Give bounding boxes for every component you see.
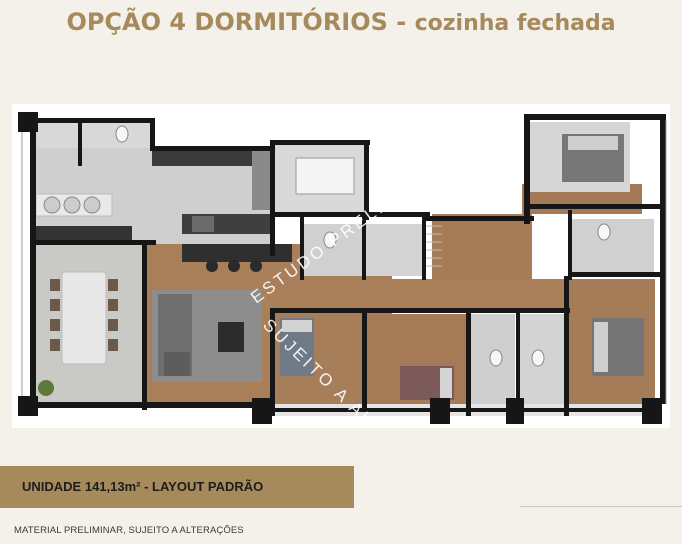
floor-plan-drawing bbox=[12, 104, 670, 428]
bath-mid2-floor bbox=[362, 224, 422, 276]
fridge bbox=[252, 150, 270, 210]
title-main: OPÇÃO 4 DORMITÓRIOS - bbox=[66, 8, 407, 36]
service-floor bbox=[32, 122, 152, 148]
footer-note: MATERIAL PRELIMINAR, SUJEITO A ALTERAÇÕE… bbox=[14, 525, 244, 536]
floor-plan: ESTUDO PRELIMINAR, SUJEITO A ALTERAÇÃO bbox=[12, 104, 670, 428]
title-subtitle: cozinha fechada bbox=[414, 11, 616, 36]
dining-table bbox=[61, 271, 107, 365]
upper-hall-floor bbox=[432, 214, 532, 279]
cooktop bbox=[192, 216, 214, 232]
coffee-table bbox=[218, 322, 244, 352]
unit-banner: UNIDADE 141,13m² - LAYOUT PADRÃO bbox=[0, 466, 354, 508]
page-title: OPÇÃO 4 DORMITÓRIOS - cozinha fechada bbox=[0, 2, 682, 42]
plant bbox=[38, 380, 54, 396]
bath-mid-floor bbox=[302, 224, 362, 276]
armchair bbox=[164, 352, 190, 376]
maid-bed bbox=[295, 157, 355, 195]
unit-label: UNIDADE 141,13m² - LAYOUT PADRÃO bbox=[22, 479, 264, 494]
suite-bath-floor bbox=[572, 219, 654, 275]
bar-counter bbox=[182, 244, 292, 262]
divider bbox=[520, 506, 682, 507]
kitchen-counter-top bbox=[152, 148, 252, 166]
